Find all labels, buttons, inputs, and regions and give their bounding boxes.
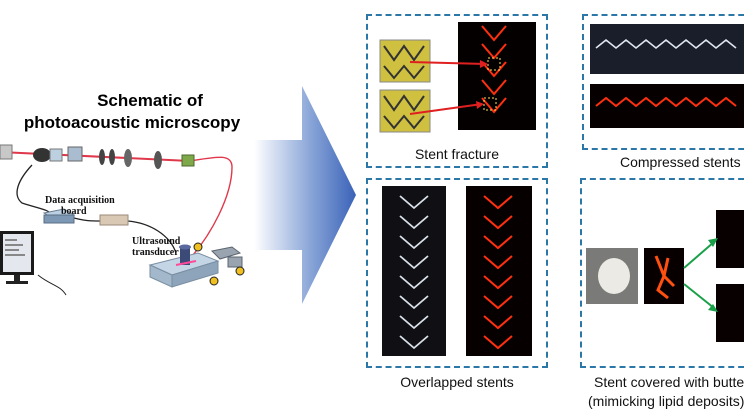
- caption-butter-line1: Stent covered with butter: [594, 374, 744, 390]
- ultrasound-transducer: [180, 247, 190, 265]
- amplifier: [99, 214, 129, 226]
- caption-stent-fracture: Stent fracture: [414, 146, 500, 162]
- butter-images: [586, 210, 744, 342]
- overlapped-images: [382, 186, 532, 356]
- caption-butter-line2: (mimicking lipid deposits): [588, 393, 744, 409]
- attenuator: [67, 146, 83, 162]
- motor-knob-2: [235, 266, 245, 276]
- butter-zoom-1: [716, 210, 744, 268]
- fracture-pa-image: [458, 22, 536, 130]
- compressed-images: [590, 24, 744, 128]
- big-right-arrow: [254, 86, 356, 304]
- compressed-photo: [590, 24, 744, 74]
- panel-butter-covered: [580, 178, 744, 368]
- motor-knob-3: [209, 276, 219, 286]
- beam-splitter: [49, 148, 63, 162]
- photodiode: [33, 148, 51, 162]
- pinhole: [124, 149, 132, 167]
- butter-zoom-2: [716, 284, 744, 342]
- overlapped-photo: [382, 186, 446, 356]
- signal-cable-2: [127, 220, 177, 254]
- label-data-acquisition: Data acquisition board: [45, 195, 115, 217]
- label-daq-line1: Data acquisition: [45, 195, 115, 206]
- caption-compressed-stents: Compressed stents: [620, 154, 741, 170]
- label-us-line1: Ultrasound: [132, 236, 181, 247]
- overlapped-pa-image: [466, 186, 532, 356]
- fracture-images: [379, 22, 536, 133]
- fiber-coupler: [181, 154, 195, 167]
- panel-overlapped-stents: [366, 178, 548, 368]
- stent-sample: [175, 260, 197, 266]
- green-arrow-down: [683, 283, 715, 309]
- annotation-arrow-1: [409, 61, 487, 65]
- motor-stage: [210, 246, 242, 260]
- pc-cable: [37, 274, 67, 296]
- annotation-arrow-2: [409, 103, 483, 115]
- laser-source: [0, 144, 13, 160]
- daq-board: [43, 214, 75, 224]
- water-tank: [171, 260, 219, 288]
- lens-1: [99, 149, 105, 165]
- panel-compressed-stents: [582, 14, 744, 150]
- optical-fiber: [185, 156, 233, 264]
- caption-overlapped-stents: Overlapped stents: [400, 374, 514, 390]
- label-us-line2: transducer: [132, 247, 179, 258]
- schematic-title-line2: photoacoustic microscopy: [23, 113, 241, 132]
- pam-system-diagram: [0, 144, 245, 296]
- green-arrow-up: [683, 241, 715, 269]
- compressed-pa-image: [590, 84, 744, 128]
- trigger-cable: [16, 164, 53, 216]
- panel-stent-fracture: [366, 14, 548, 168]
- label-ultrasound-transducer: Ultrasound transducer: [132, 236, 180, 258]
- label-daq-line2: board: [61, 206, 87, 217]
- lens-2: [109, 149, 115, 165]
- motor-knob-1: [193, 242, 203, 252]
- lens-3: [154, 151, 162, 169]
- schematic-title-line1: Schematic of: [97, 91, 203, 110]
